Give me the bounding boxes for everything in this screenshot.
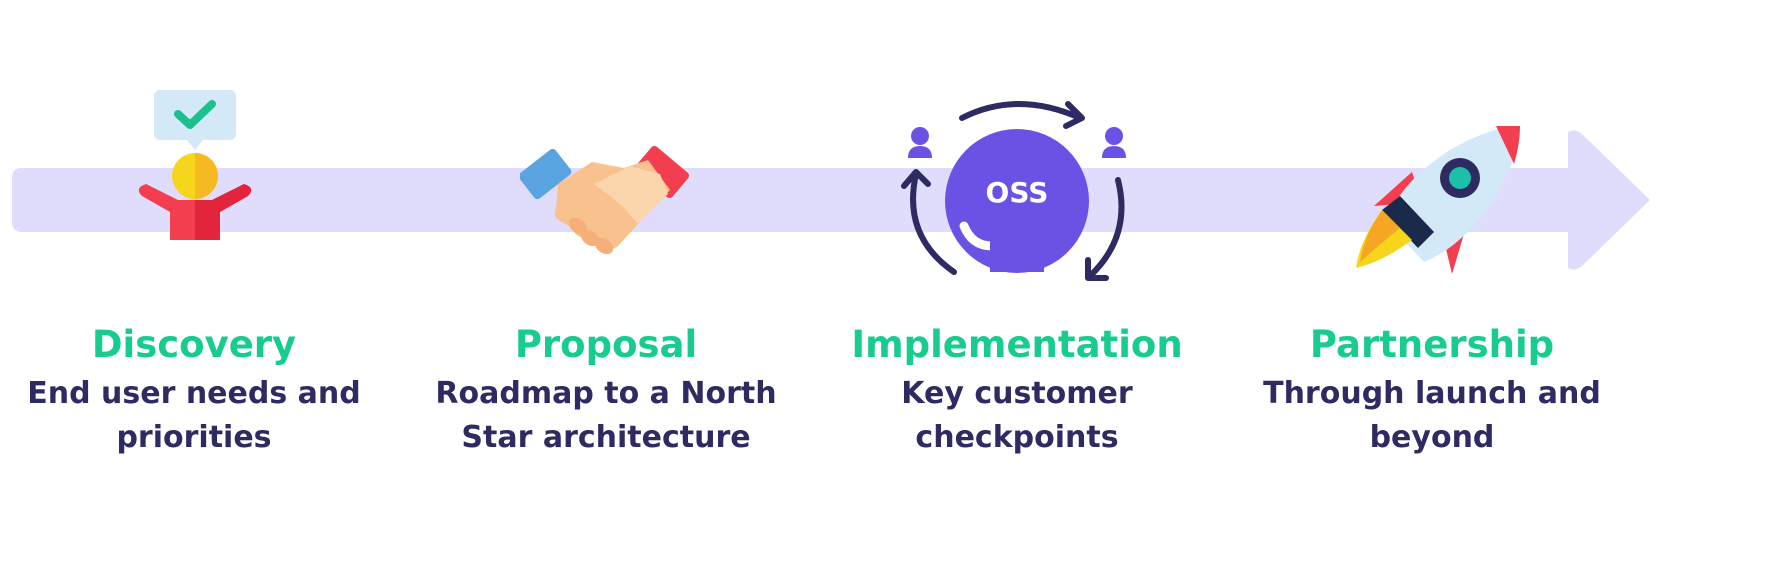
oss-cycle-icon (901, 101, 1126, 281)
description-line: priorities (116, 420, 272, 455)
handshake-icon (520, 145, 690, 255)
description-line: Star architecture (461, 420, 751, 455)
oss-cycle: OSS (892, 96, 1142, 296)
stage-title: Partnership (1309, 323, 1555, 366)
stage-description: Key customer checkpoints (797, 372, 1237, 460)
description-line: Through launch and (1263, 376, 1601, 411)
description-line: beyond (1369, 420, 1495, 455)
stage-description: End user needs and priorities (0, 372, 414, 460)
description-line: checkpoints (915, 420, 1119, 455)
rocket-icon (1356, 126, 1520, 274)
person-check-icon (138, 90, 252, 240)
oss-label: OSS (985, 176, 1049, 209)
description-line: End user needs and (27, 376, 361, 411)
description-line: Key customer (901, 376, 1133, 411)
stage-title: Proposal (514, 323, 698, 366)
stage-title: Discovery (91, 323, 297, 366)
stage-discovery: Discovery End user needs and priorities (0, 322, 414, 460)
stage-implementation: Implementation Key customer checkpoints (797, 322, 1237, 460)
stage-title: Implementation (851, 323, 1183, 366)
stage-proposal: Proposal Roadmap to a North Star archite… (386, 322, 826, 460)
stage-description: Through launch and beyond (1212, 372, 1652, 460)
description-line: Roadmap to a North (435, 376, 777, 411)
stage-description: Roadmap to a North Star architecture (386, 372, 826, 460)
stage-partnership: Partnership Through launch and beyond (1212, 322, 1652, 460)
